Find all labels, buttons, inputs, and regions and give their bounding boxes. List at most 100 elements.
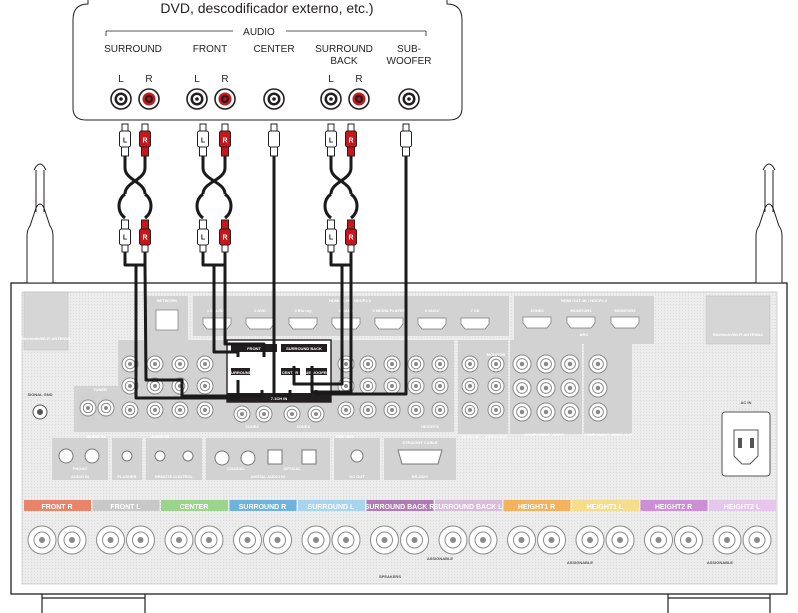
speaker-label: SURROUND L <box>308 504 355 511</box>
rca-jack <box>513 355 531 373</box>
rca-plug-right: R <box>346 124 357 156</box>
channel-name: FRONT <box>193 44 227 55</box>
hdmi-output-label: MONITOR2 <box>614 308 636 313</box>
rca-plug-left: L <box>326 220 337 252</box>
rca-jack-center <box>264 89 284 109</box>
rca-jack <box>462 356 478 372</box>
hdmi-input-label: 7 CD <box>470 308 479 313</box>
hdmi-output-label: MONITOR1 <box>570 308 592 313</box>
hdmi-output-port: MONITOR1 <box>567 308 595 328</box>
signal-gnd-label: SIGNAL GND <box>27 392 52 397</box>
rca-jack <box>513 379 531 397</box>
plug-label: R <box>348 138 353 145</box>
multi-front-label: FRONT <box>247 346 261 351</box>
heights-label: HEIGHTS <box>421 424 439 429</box>
rca-jack <box>561 355 579 373</box>
rca-jack <box>432 402 448 418</box>
rca-jack <box>338 402 354 418</box>
right-label: R <box>221 74 228 85</box>
speaker-label: SURROUND BACK L <box>434 504 504 511</box>
rca-plug-left: L <box>120 124 131 156</box>
digital-in-label: DIGITAL AUDIO IN <box>251 474 286 479</box>
speaker-label: HEIGHT2 R <box>655 504 692 511</box>
hdmi-input-label: 5 MEDIA PLAYER <box>372 308 405 313</box>
source-device: DVD, descodificador externo, etc.) AUDIO… <box>73 0 462 120</box>
channel-name: SURROUND <box>315 44 373 55</box>
speaker-label: SURROUND BACK R <box>365 504 435 511</box>
optical-label: OPTICAL <box>283 466 301 471</box>
rs232c-label: RS-232C <box>412 474 429 479</box>
speaker-label: HEIGHT1 R <box>518 504 555 511</box>
rca-jack <box>462 378 478 394</box>
plug-label: R <box>348 235 353 242</box>
audio-in-phono-label: AUDIO IN <box>71 474 89 479</box>
cable-wire <box>119 194 125 218</box>
rca-jack <box>384 378 400 394</box>
left-label: L <box>118 74 124 85</box>
plug-label: L <box>201 138 206 145</box>
channel-name-line2: BACK <box>330 56 358 67</box>
plug-label: L <box>201 235 206 242</box>
rca-jack-surround-l <box>111 89 131 109</box>
rca-jack <box>488 378 504 394</box>
rca-jack <box>360 378 376 394</box>
rca-plug-left: L <box>198 220 209 252</box>
rca-jack <box>197 378 213 394</box>
rca-jack <box>122 402 138 418</box>
network-label: NETWORK <box>157 298 178 303</box>
rca-jack <box>561 403 579 421</box>
channel-name: CENTER <box>253 44 294 55</box>
rca-jack <box>462 402 478 418</box>
rca-jack <box>234 406 250 422</box>
rca-plug-right: R <box>220 124 231 156</box>
plug-label: R <box>142 235 147 242</box>
right-label: R <box>145 74 152 85</box>
rca-jack <box>98 400 114 416</box>
phono-label: PHONO <box>73 466 88 471</box>
ac-inlet <box>722 412 770 476</box>
hdmi-input-port: 5 MEDIA PLAYER <box>372 308 405 329</box>
rca-jack-front-r <box>215 89 235 109</box>
straight-cable-label: STRAIGHT CABLE <box>402 440 438 445</box>
rca-jack-surround-back-l <box>321 89 341 109</box>
receiver-foot-left <box>42 594 145 613</box>
speaker-label: HEIGHT2 L <box>724 504 761 511</box>
hdmi-out-label: HDMI OUT 4K / HDCP2.3 <box>561 298 608 303</box>
rca-jack <box>147 402 163 418</box>
rca-jack <box>408 378 424 394</box>
multi-sub-label: SUBWOOFER <box>303 370 330 375</box>
speaker-label: CENTER <box>180 504 209 511</box>
left-label: L <box>194 74 200 85</box>
rca-jack <box>172 356 188 372</box>
plug-label: R <box>222 138 227 145</box>
component-video-out-label: COMPONENT VIDEO OUT <box>583 432 633 437</box>
channel-name-line2: WOOFER <box>387 56 432 67</box>
hdmi-output-port: MONITOR2 <box>611 308 639 328</box>
audio-group-label: AUDIO <box>243 27 275 38</box>
cable-wire <box>136 252 145 265</box>
rca-jack <box>537 403 555 421</box>
assignable-label-3: ASSIGNABLE <box>707 560 734 565</box>
multi-center-label: CENTER <box>282 370 299 375</box>
speakers-label: SPEAKERS <box>379 574 401 579</box>
rca-jack <box>384 402 400 418</box>
rca-plug-right: R <box>140 220 151 252</box>
rca-plug-left: L <box>120 220 131 252</box>
rca-jack <box>561 379 579 397</box>
cable-wire <box>145 194 151 218</box>
rca-plug-right: R <box>220 220 231 252</box>
rca-jack <box>488 356 504 372</box>
video-out-label: VIDEO OUT <box>485 434 508 439</box>
plug-label: L <box>329 235 334 242</box>
rca-jack <box>408 356 424 372</box>
network-port <box>156 310 178 330</box>
antenna-left: Bluetooth/Wi-Fi ANTENNA <box>21 164 71 350</box>
speaker-label: FRONT R <box>41 504 72 511</box>
rca-jack <box>256 406 272 422</box>
rca-jack <box>284 406 300 422</box>
assignable-label-2: ASSIGNABLE <box>567 560 594 565</box>
multi-surround-label: SURROUND <box>228 370 251 375</box>
remote-control-label: REMOTE CONTROL <box>155 474 194 479</box>
rca-jack-surround-r <box>139 89 159 109</box>
